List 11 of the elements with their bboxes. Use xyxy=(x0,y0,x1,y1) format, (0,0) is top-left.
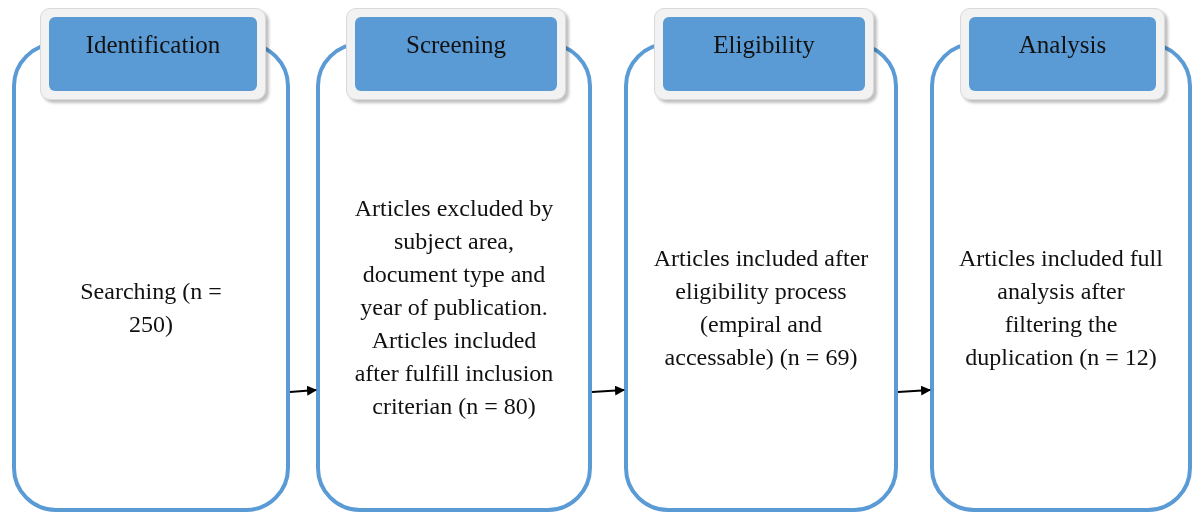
stage-text: Articles excluded by subject area, document type and year of publication. Articles included after fulfill inclusion criterian (n = 80) xyxy=(354,194,554,421)
stage-header: Identification xyxy=(49,17,257,91)
stage-text: Articles included full analysis after filtering the duplication (n = 12) xyxy=(958,243,1164,372)
stage-text: Searching (n = 250) xyxy=(79,276,223,339)
arrow xyxy=(289,385,317,396)
stage-header: Eligibility xyxy=(663,17,865,91)
stage-header: Screening xyxy=(355,17,557,91)
arrow xyxy=(591,385,625,396)
stage-text: Articles included after eligibility process (empiral and accessable) (n = 69) xyxy=(653,243,869,372)
arrow xyxy=(897,385,931,396)
stage-header: Analysis xyxy=(969,17,1156,91)
